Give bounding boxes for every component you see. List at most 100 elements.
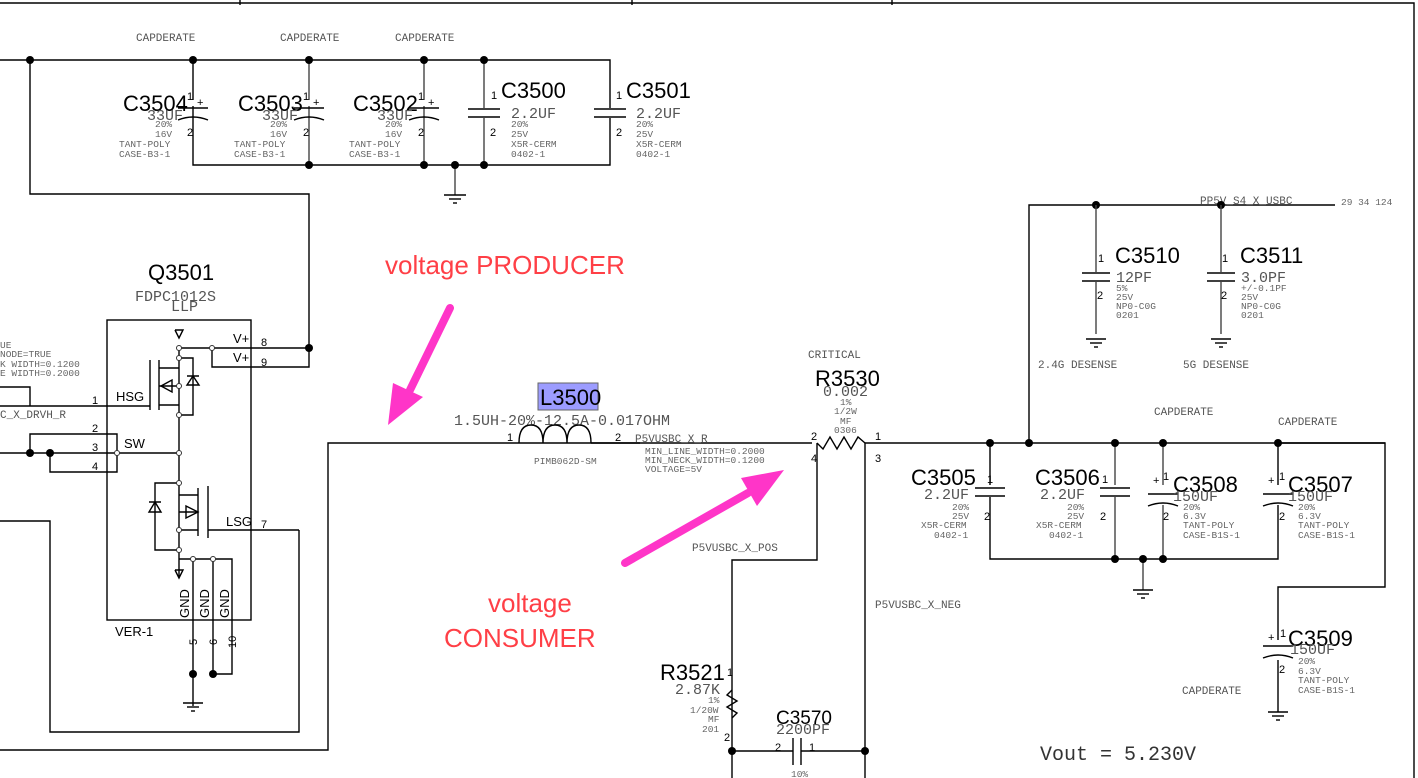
cap-bank-wire [192, 59, 611, 166]
svg-text:1: 1 [1102, 474, 1108, 486]
svg-text:MIN_LINE_WIDTH=0.2000: MIN_LINE_WIDTH=0.2000 [645, 446, 765, 457]
desense-note: 2.4G DESENSE [1038, 360, 1118, 372]
annotation-producer: voltage PRODUCER [385, 250, 625, 425]
junction-dot [1159, 555, 1167, 563]
capacitor-c3508[interactable]: +12 C3508 150UF 20% 6.3V TANT-POLY CASE-… [1147, 471, 1240, 541]
svg-text:+: + [197, 97, 203, 109]
svg-text:LSG: LSG [226, 514, 252, 529]
svg-text:3: 3 [92, 442, 98, 454]
selection-highlight [537, 382, 599, 411]
svg-text:CASE-B3-1: CASE-B3-1 [234, 149, 286, 160]
capacitor-c3500[interactable]: 12 C3500 2.2UF 20% 25V X5R-CERM 0402-1 [468, 78, 566, 160]
lsg-wire [0, 520, 300, 733]
resistor-r3530[interactable]: CRITICAL R3530 0.002 1% 1/2W MF 0306 2 1… [731, 350, 1385, 778]
svg-text:25V: 25V [1116, 292, 1133, 303]
capacitor-c3507[interactable]: +12 C3507 150UF 20% 6.3V TANT-POLY CASE-… [1262, 471, 1355, 541]
svg-text:20%: 20% [1183, 502, 1200, 513]
capderate-label: CAPDERATE [1182, 686, 1242, 698]
svg-text:1: 1 [507, 432, 513, 444]
svg-text:2: 2 [1100, 511, 1106, 523]
junction-dot [46, 449, 54, 457]
junction-dot [1025, 439, 1033, 447]
consumer-arrow [621, 489, 752, 567]
svg-text:1: 1 [875, 431, 881, 443]
junction-dot [861, 747, 869, 755]
svg-text:1: 1 [1222, 253, 1228, 265]
value-label: 1.5UH-20%-12.5A-0.017OHM [454, 413, 670, 430]
net-label: C_X_DRVH_R [0, 410, 66, 422]
mosfet-body [106, 319, 252, 621]
value-label: 2.2UF [1040, 487, 1085, 504]
value-label: 33UF [147, 108, 183, 125]
capacitor-c3503[interactable]: 1+2 C3503 33UF 20% 16V TANT-POLY CASE-B3… [234, 91, 325, 160]
svg-text:20%: 20% [1298, 656, 1315, 667]
svg-text:1: 1 [1279, 471, 1285, 483]
mosfet-q3501[interactable]: Q3501 FDPC1012S LLP V+ V+ HSG SW LSG VER… [0, 60, 640, 751]
svg-text:20%: 20% [270, 119, 287, 130]
capacitor-c3504[interactable]: 1+2 C3504 33UF 20% 16V TANT-POLY CASE-B3… [119, 91, 209, 160]
value-label: 2.87K [675, 682, 720, 699]
svg-text:1: 1 [418, 91, 424, 103]
junction-dot [305, 161, 313, 169]
inductor-l3500[interactable]: L3500 1.5UH-20%-12.5A-0.017OHM 1 2 PIMB0… [454, 382, 812, 475]
svg-text:25V: 25V [1067, 511, 1084, 522]
svg-text:2: 2 [775, 742, 781, 754]
svg-text:3: 3 [875, 453, 881, 465]
svg-text:25V: 25V [636, 129, 653, 140]
svg-text:CASE-B1S-1: CASE-B1S-1 [1298, 530, 1355, 541]
capacitor-c3510[interactable]: 12 C3510 12PF 5% 25V NP0-C0G 0201 2.4G D… [1038, 205, 1180, 372]
value-label: 0.002 [823, 384, 868, 401]
value-label: 33UF [262, 108, 298, 125]
svg-text:V+: V+ [233, 350, 249, 365]
svg-text:1: 1 [303, 91, 309, 103]
svg-text:E WIDTH=0.2000: E WIDTH=0.2000 [0, 368, 80, 379]
ground-symbol [183, 702, 203, 712]
svg-text:X5R-CERM: X5R-CERM [511, 139, 557, 150]
svg-text:2: 2 [1279, 664, 1285, 676]
capderate-label: CAPDERATE [395, 33, 455, 45]
svg-text:2: 2 [1221, 290, 1227, 302]
svg-text:1/20W: 1/20W [690, 705, 719, 716]
capacitor-c3506[interactable]: 12 C3506 2.2UF 20% 25V X5R-CERM 0402-1 [1035, 465, 1130, 541]
svg-text:TANT-POLY: TANT-POLY [1298, 675, 1350, 686]
svg-text:MF: MF [840, 416, 852, 427]
vout-readout: Vout = 5.230V [1040, 744, 1196, 767]
svg-text:GND: GND [217, 589, 232, 618]
svg-text:1: 1 [1163, 471, 1169, 483]
svg-text:X5R-CERM: X5R-CERM [636, 139, 682, 150]
resistor-r3521[interactable]: 12 R3521 2.87K 1% 1/20W MF 201 [660, 660, 739, 744]
svg-text:25V: 25V [511, 129, 528, 140]
svg-text:V+: V+ [233, 331, 249, 346]
svg-text:1: 1 [491, 90, 497, 102]
junction-dot [189, 670, 197, 678]
svg-text:20%: 20% [1298, 502, 1315, 513]
net-label: P5VUSBC_X_R [635, 434, 708, 446]
desense-note: 5G DESENSE [1183, 360, 1249, 372]
value-label: 150UF [1288, 489, 1333, 506]
capderate-label: CAPDERATE [1278, 417, 1338, 429]
value-label: 150UF [1173, 489, 1218, 506]
vin-to-q-wire [29, 60, 310, 348]
ref-label: C3509 [1288, 626, 1353, 651]
svg-text:4: 4 [92, 461, 98, 473]
capacitor-c3502[interactable]: 1+2 C3502 33UF 20% 16V TANT-POLY CASE-B3… [349, 91, 440, 160]
capacitor-c3501[interactable]: 12 C3501 2.2UF 20% 25V X5R-CERM 0402-1 [594, 78, 691, 160]
svg-text:201: 201 [702, 724, 719, 735]
svg-text:+/-0.1PF: +/-0.1PF [1241, 283, 1287, 294]
ref-label: R3530 [815, 366, 880, 391]
ref-label: Q3501 [148, 260, 214, 285]
cap-plate-curved [177, 116, 209, 121]
junction-dot [986, 439, 994, 447]
svg-text:1/2W: 1/2W [834, 406, 857, 417]
svg-text:20%: 20% [511, 119, 528, 130]
svg-text:20%: 20% [385, 119, 402, 130]
capacitor-c3511[interactable]: 12 C3511 3.0PF +/-0.1PF 25V NP0-C0G 0201… [1183, 205, 1303, 372]
capacitor-c3505[interactable]: 12 C3505 2.2UF 20% 25V X5R-CERM 0402-1 [911, 465, 1005, 541]
ref-label: C3502 [353, 91, 418, 116]
ref-label: C3504 [123, 91, 188, 116]
svg-text:X5R-CERM: X5R-CERM [1036, 520, 1082, 531]
capacitor-c3509[interactable]: +12 C3509 150UF 20% 6.3V TANT-POLY CASE-… [1262, 626, 1355, 696]
